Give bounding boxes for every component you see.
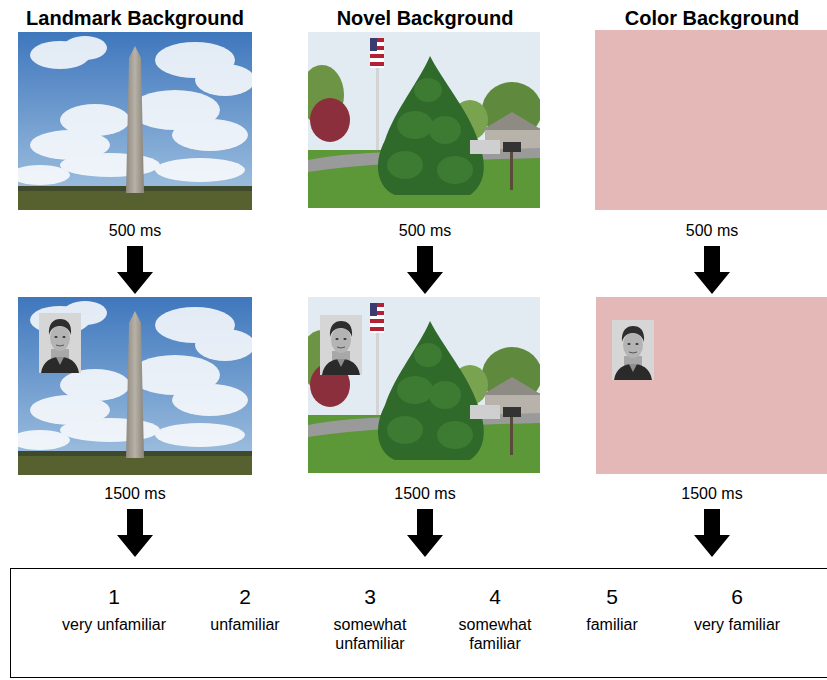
color-background bbox=[595, 30, 827, 210]
face-photo bbox=[612, 320, 654, 380]
rating-scale-box: 1 very unfamiliar 2 unfamiliar 3 somewhat unf… bbox=[10, 568, 827, 678]
scale-descriptor: unfamiliar bbox=[190, 615, 300, 634]
timing-label: 1500 ms bbox=[681, 484, 742, 503]
timing-label: 500 ms bbox=[686, 221, 738, 240]
color-background bbox=[596, 297, 827, 474]
scale-descriptor: somewhat familiar bbox=[449, 615, 541, 653]
column-heading: Novel Background bbox=[337, 6, 514, 30]
scale-number: 6 bbox=[731, 584, 743, 609]
novel-photo bbox=[300, 297, 542, 473]
timing-label: 1500 ms bbox=[104, 484, 165, 503]
face-photo bbox=[39, 313, 81, 373]
scale-number: 2 bbox=[239, 584, 251, 609]
scale-number: 5 bbox=[606, 584, 618, 609]
timing-label: 500 ms bbox=[399, 221, 451, 240]
timing-label: 1500 ms bbox=[394, 484, 455, 503]
scale-number: 4 bbox=[489, 584, 501, 609]
face-photo bbox=[320, 315, 362, 375]
scale-number: 1 bbox=[108, 584, 120, 609]
sequence-arrows bbox=[117, 246, 730, 557]
landmark-photo bbox=[10, 297, 255, 475]
column-heading: Landmark Background bbox=[26, 6, 244, 30]
scale-descriptor: very unfamiliar bbox=[52, 615, 176, 634]
scale-descriptor: familiar bbox=[557, 615, 667, 634]
timing-label: 500 ms bbox=[109, 221, 161, 240]
column-heading: Color Background bbox=[625, 6, 799, 30]
scale-descriptor: somewhat unfamiliar bbox=[324, 615, 416, 653]
scale-number: 3 bbox=[364, 584, 376, 609]
novel-photo bbox=[300, 32, 542, 208]
scale-descriptor: very familiar bbox=[675, 615, 799, 634]
landmark-photo bbox=[10, 32, 255, 210]
